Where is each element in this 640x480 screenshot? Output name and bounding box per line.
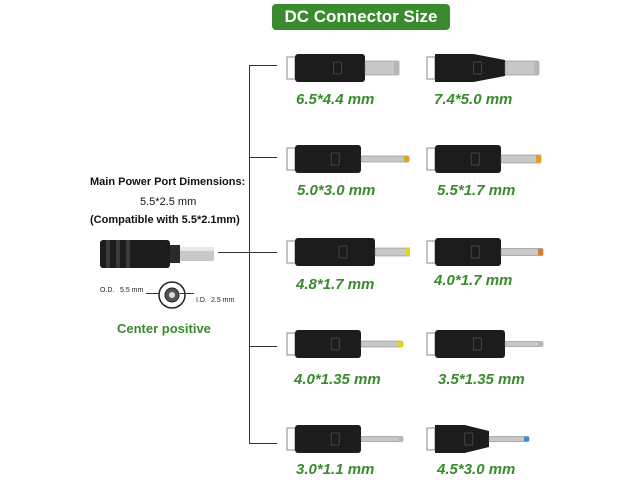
connector-6-5x4-4-image — [286, 54, 400, 82]
main-port-compat: (Compatible with 5.5*2.1mm) — [90, 214, 240, 226]
connector-5-0x3-0-image — [286, 145, 410, 173]
connector-3-0x1-1-image — [286, 425, 404, 453]
od-value: 5.5 mm — [120, 287, 144, 294]
connector-label: 3.5*1.35 mm — [438, 371, 525, 388]
main-plug-image — [100, 240, 214, 268]
bracket-tick-2 — [249, 157, 277, 158]
connector-4-5x3-0-image — [426, 425, 530, 453]
connector-label: 6.5*4.4 mm — [296, 91, 375, 108]
connector-3-5x1-35-image — [426, 330, 544, 358]
connector-label: 4.8*1.7 mm — [296, 276, 375, 293]
connector-label: 4.0*1.35 mm — [294, 371, 381, 388]
connector-label: 5.5*1.7 mm — [437, 182, 516, 199]
connector-label: 7.4*5.0 mm — [434, 91, 513, 108]
connector-4-0x1-7-image — [426, 238, 544, 266]
socket-end-icon — [158, 281, 186, 309]
od-label: O.D. — [100, 287, 115, 294]
bracket-tick-5 — [249, 443, 277, 444]
id-label: I.D. — [196, 297, 207, 304]
connector-label: 4.0*1.7 mm — [434, 272, 513, 289]
polarity-label: Center positive — [117, 321, 211, 336]
connector-4-0x1-35-image — [286, 330, 404, 358]
bracket-tick-1 — [249, 65, 277, 66]
bracket-tick-3 — [218, 252, 277, 253]
main-port-size: 5.5*2.5 mm — [140, 196, 197, 208]
connector-label: 3.0*1.1 mm — [296, 461, 375, 478]
od-pointer-line — [146, 293, 160, 294]
connector-7-4x5-0-image — [426, 54, 540, 82]
main-port-heading: Main Power Port Dimensions: — [90, 176, 246, 188]
title-banner: DC Connector Size — [270, 2, 452, 32]
bracket-tick-4 — [249, 346, 277, 347]
id-value: 2.5 mm — [211, 297, 235, 304]
connector-label: 5.0*3.0 mm — [297, 182, 376, 199]
connector-4-8x1-7-image — [286, 238, 410, 266]
id-pointer-line — [180, 293, 194, 294]
connector-5-5x1-7-image — [426, 145, 542, 173]
connector-label: 4.5*3.0 mm — [437, 461, 516, 478]
bracket-vertical-line — [249, 65, 250, 443]
